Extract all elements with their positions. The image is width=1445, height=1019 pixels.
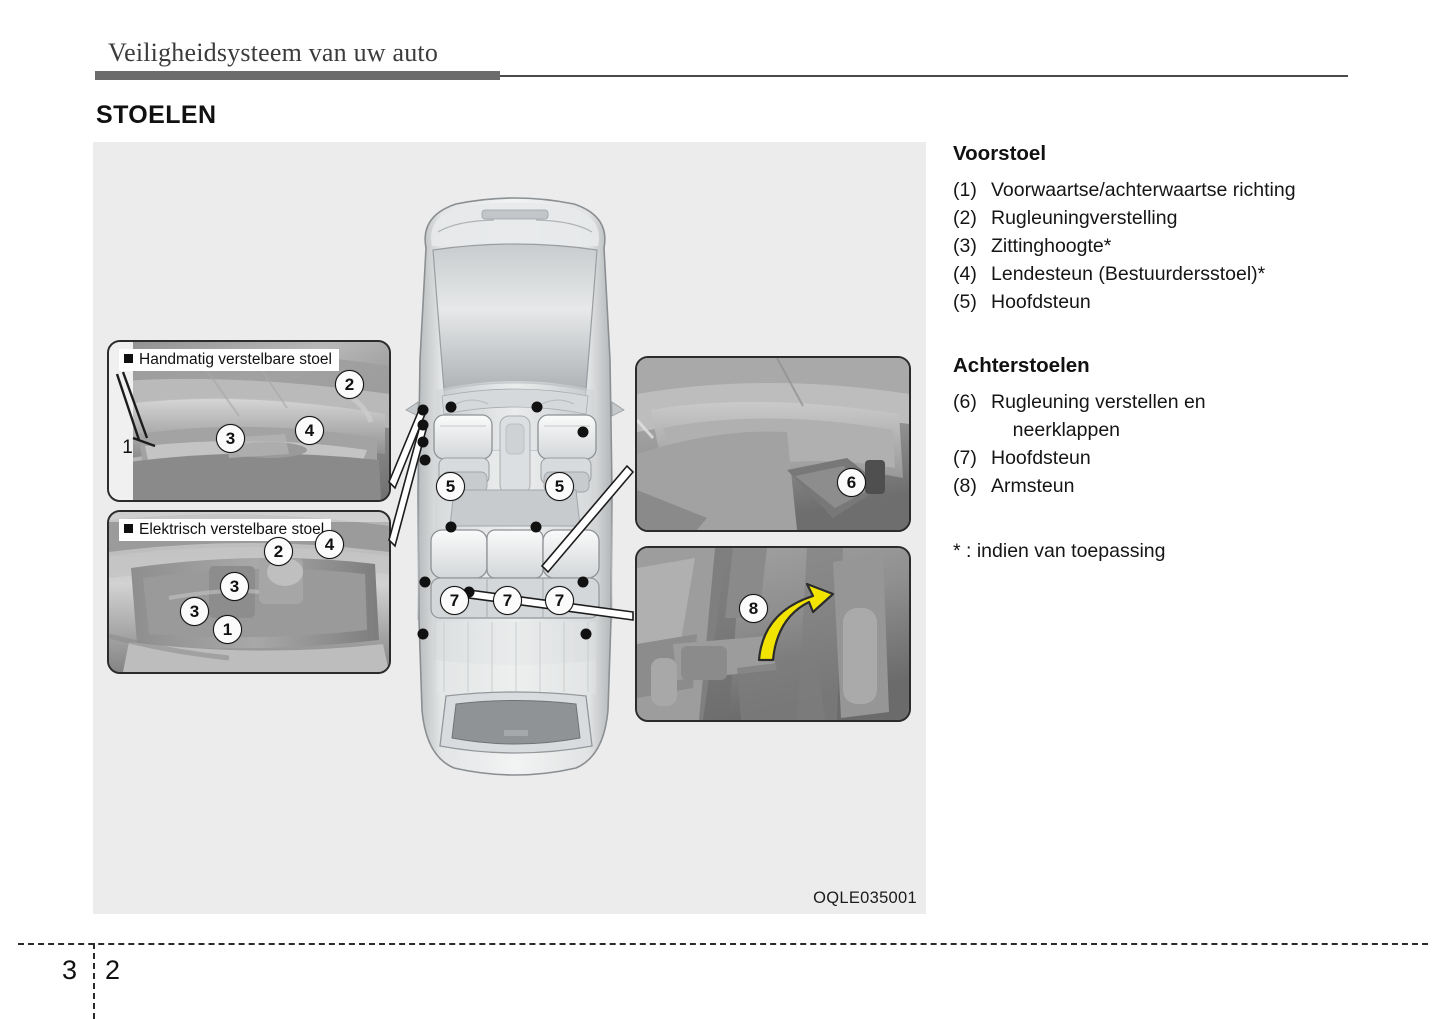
bullet-icon	[124, 354, 133, 363]
legend-item-5-text: Hoofdsteun	[991, 290, 1091, 313]
manual-callout-1: 1	[122, 436, 133, 458]
car-callout-7-right: 7	[545, 586, 574, 615]
legend-item-3-number: (3)	[953, 234, 977, 257]
legend-item-6: (6) Rugleuning verstellen en neerklappen	[953, 388, 1373, 444]
legend-item-3: (3) Zittinghoogte*	[953, 232, 1373, 260]
page-title: Veiligheidsysteem van uw auto	[108, 38, 439, 67]
legend-item-4-text: Lendesteun (Bestuurdersstoel)*	[991, 262, 1266, 285]
page-footer: 3 2	[0, 933, 1445, 1019]
legend-item-4-number: (4)	[953, 262, 977, 285]
legend-item-1-number: (1)	[953, 178, 977, 201]
legend-item-6-text: Rugleuning verstellen en neerklappen	[991, 390, 1206, 441]
inset-manual-seat: Handmatig verstelbare stoel 1 2 3 4	[107, 340, 391, 502]
rear-seat-callout-6: 6	[837, 468, 866, 497]
legend-item-1-text: Voorwaartse/achterwaartse richting	[991, 178, 1296, 201]
legend-item-7-text: Hoofdsteun	[991, 446, 1091, 469]
power-callout-2: 2	[264, 537, 293, 566]
car-top-view-illustration	[396, 190, 634, 785]
legend-item-1: (1) Voorwaartse/achterwaartse richting	[953, 176, 1373, 204]
armrest-callout-8: 8	[739, 594, 768, 623]
car-callout-5-left: 5	[436, 472, 465, 501]
manual-callout-2: 2	[335, 370, 364, 399]
legend-item-2-text: Rugleuningverstelling	[991, 206, 1178, 229]
inset-power-seat: Elektrisch verstelbare stoel 2 4 3 3 1	[107, 510, 391, 674]
manual-callout-4: 4	[295, 416, 324, 445]
manual-seat-caption: Handmatig verstelbare stoel	[119, 349, 339, 372]
legend-footnote: * : indien van toepassing	[953, 539, 1166, 562]
bullet-icon	[124, 524, 133, 533]
figure-panel: 5 5 7 7 7	[93, 142, 926, 914]
power-seat-caption-text: Elektrisch verstelbare stoel	[139, 521, 325, 538]
legend-item-5-number: (5)	[953, 290, 977, 313]
legend-item-5: (5) Hoofdsteun	[953, 288, 1373, 316]
inset-armrest: 8	[635, 546, 911, 722]
power-callout-1: 1	[213, 615, 242, 644]
legend-item-7-number: (7)	[953, 446, 977, 469]
legend-item-2: (2) Rugleuningverstelling	[953, 204, 1373, 232]
footer-divider-vertical	[93, 943, 95, 1019]
legend-heading-front: Voorstoel	[953, 142, 1047, 165]
legend-item-8-number: (8)	[953, 474, 977, 497]
legend-item-3-text: Zittinghoogte*	[991, 234, 1112, 257]
section-heading: STOELEN	[96, 101, 217, 129]
car-callout-7-left: 7	[440, 586, 469, 615]
power-callout-3-upper: 3	[220, 572, 249, 601]
figure-code: OQLE035001	[813, 889, 917, 907]
manual-callout-3: 3	[216, 424, 245, 453]
footer-chapter-number: 3	[62, 955, 78, 985]
legend-item-2-number: (2)	[953, 206, 977, 229]
legend-column: Voorstoel (1) Voorwaartse/achterwaartse …	[953, 142, 1373, 563]
armrest-photo	[637, 548, 909, 720]
rear-seat-photo	[637, 358, 909, 530]
footer-page-number: 2	[105, 955, 121, 985]
header-rule-thin	[500, 75, 1348, 77]
page-header: Veiligheidsysteem van uw auto	[0, 0, 1445, 90]
legend-heading-rear: Achterstoelen	[953, 353, 1090, 377]
legend-item-4: (4) Lendesteun (Bestuurdersstoel)*	[953, 260, 1373, 288]
power-seat-caption: Elektrisch verstelbare stoel	[119, 519, 332, 542]
inset-rear-seat: 6	[635, 356, 911, 532]
legend-item-8: (8) Armsteun	[953, 472, 1373, 500]
car-callout-7-middle: 7	[493, 586, 522, 615]
legend-item-8-text: Armsteun	[991, 474, 1075, 497]
legend-item-6-number: (6)	[953, 390, 977, 413]
power-callout-4: 4	[315, 530, 344, 559]
legend-item-7: (7) Hoofdsteun	[953, 444, 1373, 472]
power-callout-3-lower: 3	[180, 597, 209, 626]
manual-seat-caption-text: Handmatig verstelbare stoel	[139, 351, 332, 368]
footer-divider-horizontal	[18, 943, 1428, 945]
car-callout-5-right: 5	[545, 472, 574, 501]
header-rule-thick	[95, 71, 500, 80]
